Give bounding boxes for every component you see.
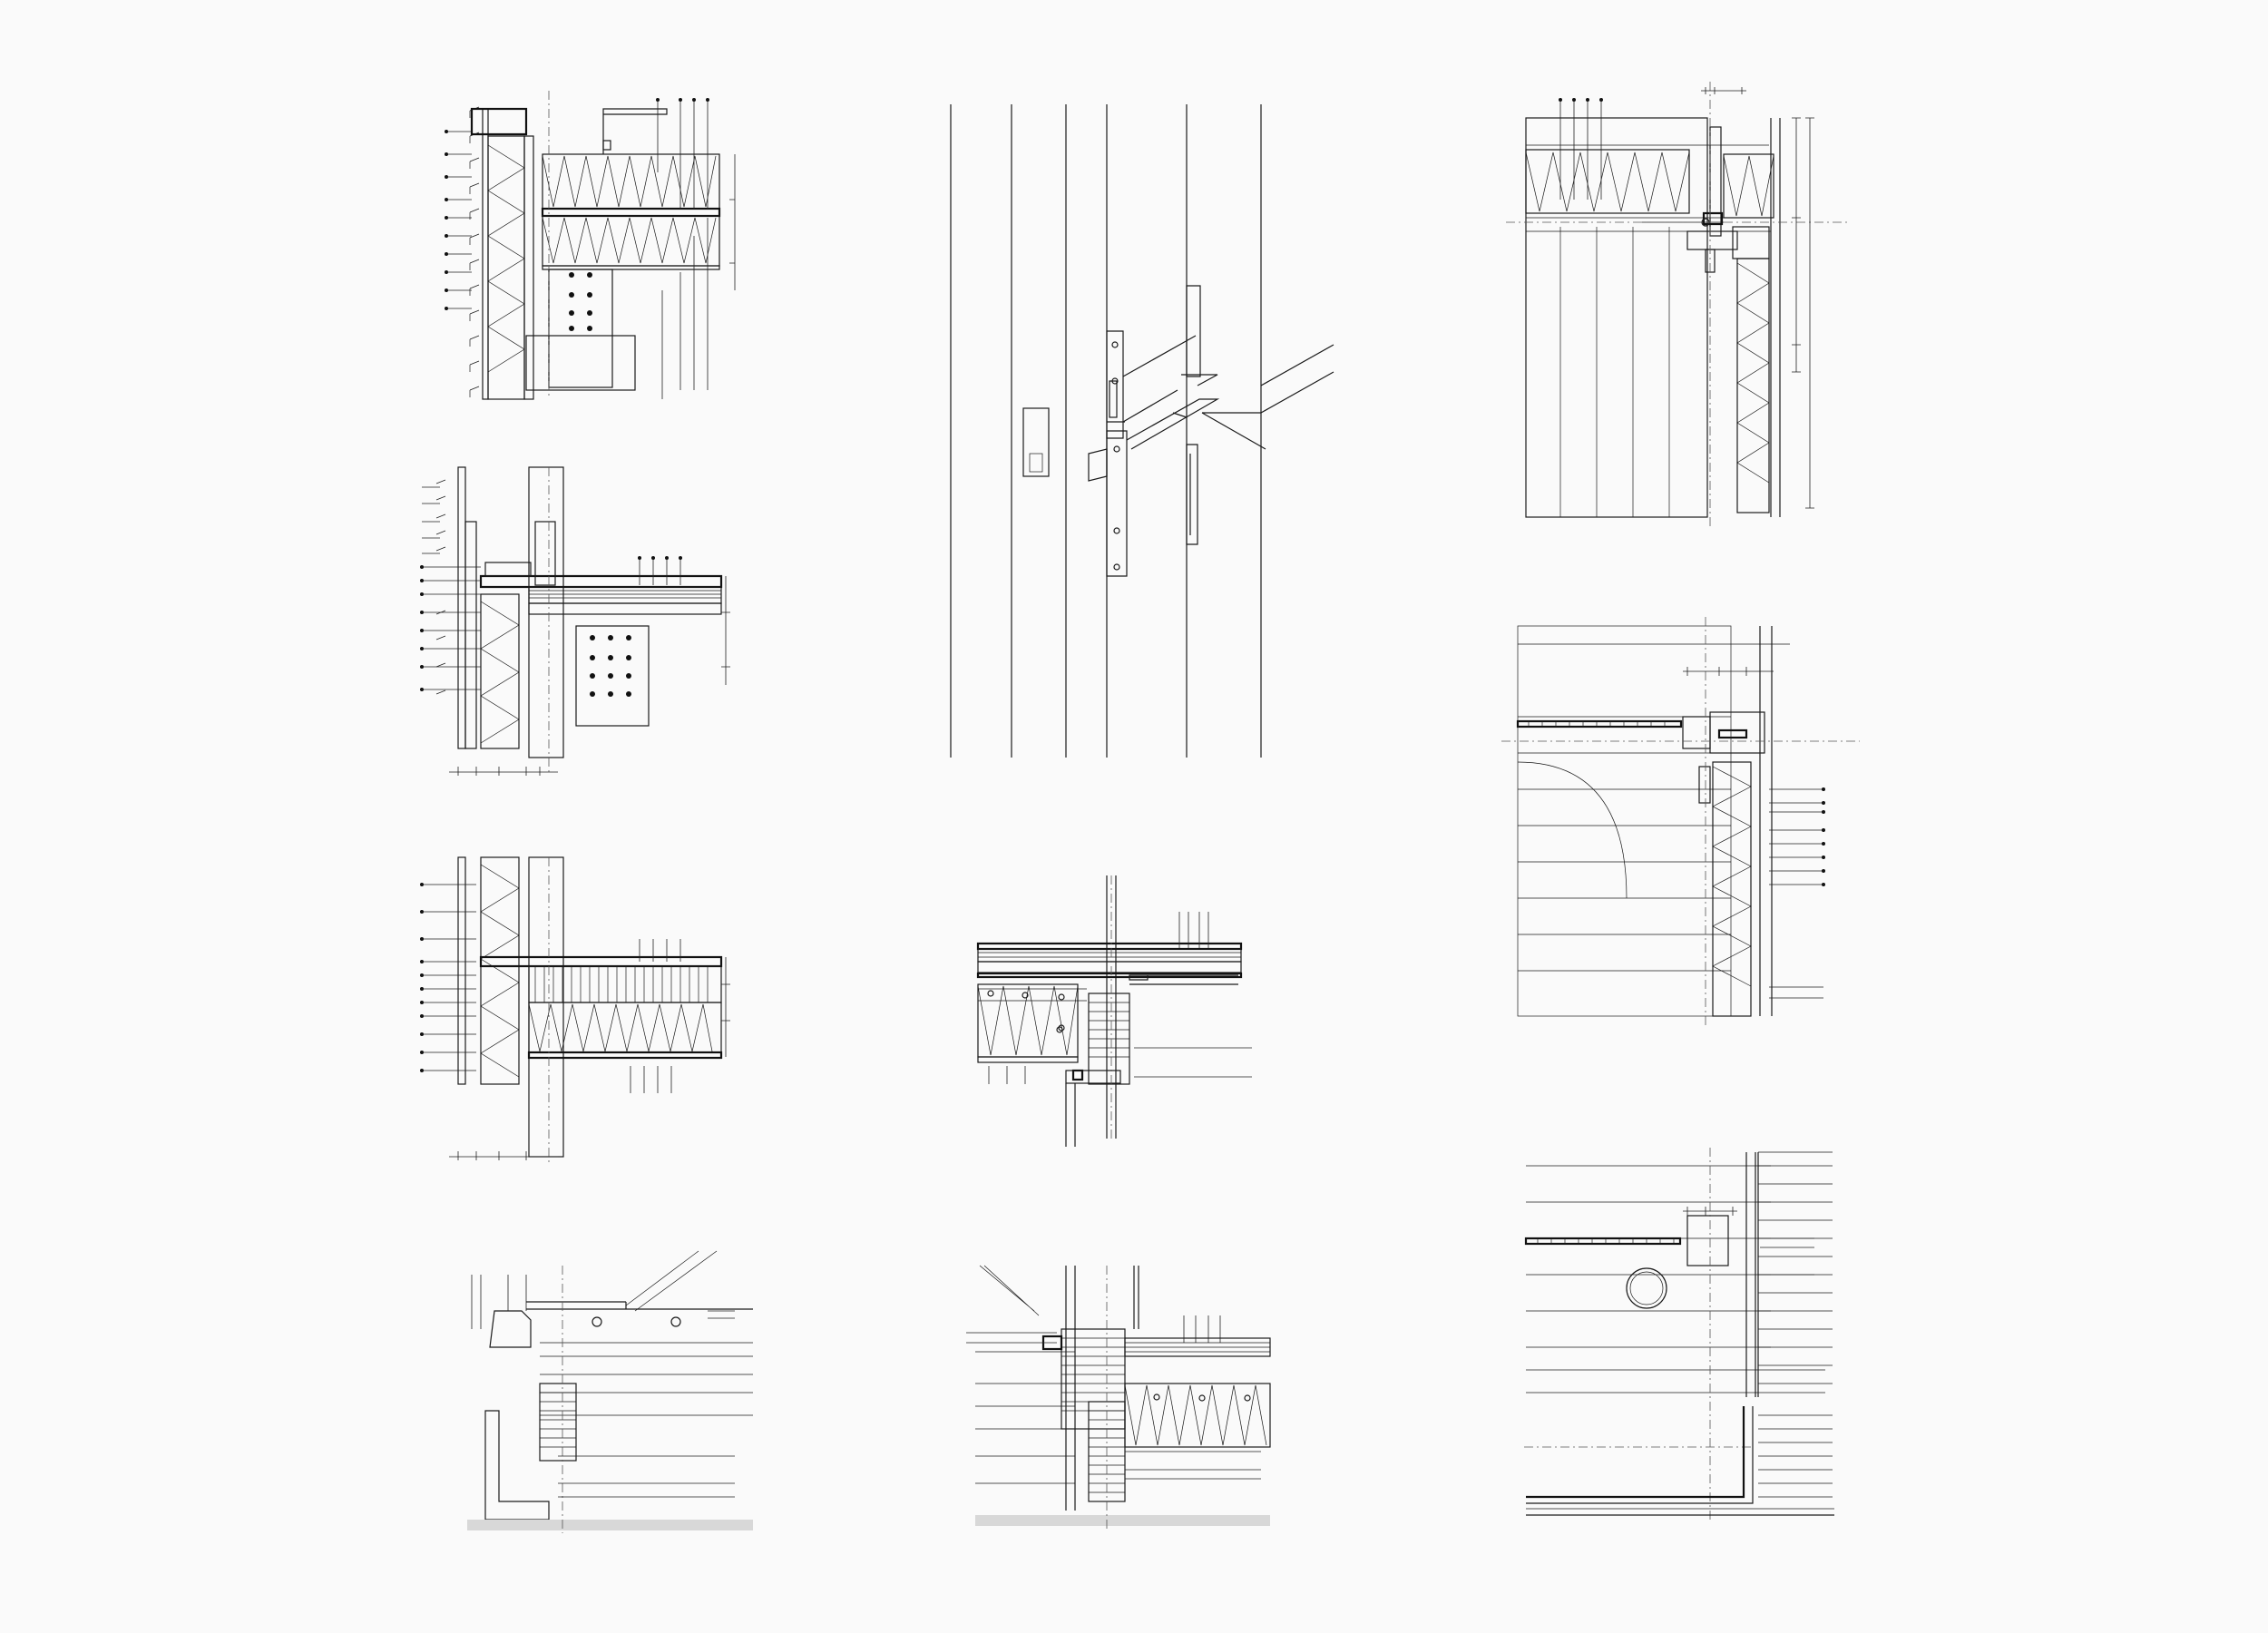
pipe-circle — [1626, 1267, 1667, 1309]
hinge-leaf-lower — [1106, 430, 1128, 577]
handle-recess — [1022, 407, 1050, 477]
door-hardware-isometric — [950, 104, 1334, 758]
threshold-terrace-section — [467, 1250, 753, 1533]
interior-floor-wall-junction — [976, 875, 1252, 1147]
floor-edge-section — [420, 856, 730, 1166]
floor-threshold-section — [966, 1265, 1271, 1529]
window-head-plan-detail — [1506, 82, 1851, 526]
hinge-leaf-upper — [1106, 330, 1124, 439]
annotation-leaders-left — [446, 131, 472, 309]
corner-plan-detail — [1524, 1148, 1834, 1520]
cladding-louvres — [469, 106, 480, 397]
window-sill-plan-detail — [1501, 617, 1860, 1025]
door-frame-lines — [950, 104, 1262, 758]
roof-eave-section — [445, 91, 736, 400]
upper-floor-junction-section — [420, 466, 730, 776]
